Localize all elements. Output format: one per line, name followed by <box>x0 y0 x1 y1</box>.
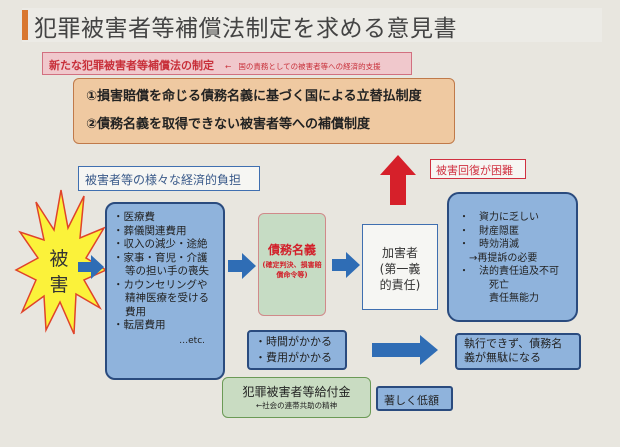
enforcement-box: 執行できず、債務名義が無駄になる <box>455 333 581 370</box>
damage-starburst-icon <box>14 189 108 335</box>
burden-list: 医療費 葬儀関連費用 収入の減少・途絶 家事・育児・介護等の担い手の喪失 カウン… <box>105 202 225 380</box>
arrow-right-icon <box>332 252 360 278</box>
reason-item: →再提訴の必要 <box>459 252 538 264</box>
arrow-up-icon <box>380 155 416 205</box>
reason-item: 死亡 <box>459 279 509 291</box>
perpetrator-line: 加害者 <box>381 246 418 260</box>
burden-item: カウンセリングや精神医療を受ける費用 <box>113 279 217 320</box>
benefit-label: 犯罪被害者等給付金 <box>242 385 351 399</box>
system-1: ①損害賠償を命じる債務名義に基づく国による立替払制度 <box>86 89 422 104</box>
burden-label-box: 被害者等の様々な経済的負担 <box>78 166 260 191</box>
burden-item: 収入の減少・途絶 <box>113 238 217 252</box>
proposal-label: 新たな犯罪被害者等補償法の制定 <box>49 59 214 72</box>
proposal-banner: 新たな犯罪被害者等補償法の制定 ← 国の責務としての被害者等への経済的支援 <box>42 52 412 75</box>
burden-item: 家事・育児・介護等の担い手の喪失 <box>113 252 217 279</box>
recovery-difficult-label: 被害回復が困難 <box>430 159 526 179</box>
burden-item: 転居費用 <box>113 319 217 333</box>
reason-item: ・ 法的責任追及不可 <box>459 266 559 277</box>
obligation-label: 債務名義 <box>267 243 316 257</box>
title-band <box>22 8 602 42</box>
systems-box: ①損害賠償を命じる債務名義に基づく国による立替払制度 ②債務名義を取得できない被… <box>73 78 455 144</box>
benefit-box: 犯罪被害者等給付金 ←社会の連帯共助の精神 <box>222 377 371 418</box>
costs-box: ・時間がかかる ・費用がかかる <box>247 330 347 370</box>
arrow-right-icon <box>372 335 438 365</box>
reason-item: 責任無能力 <box>459 293 539 304</box>
proposal-arrow: ← <box>225 62 232 71</box>
perpetrator-box: 加害者 (第一義 的責任) <box>362 224 438 310</box>
cost-item: ・費用がかかる <box>255 351 332 364</box>
obligation-note: (確定判決、損害賠償命令等) <box>262 261 322 279</box>
title-of-obligation-box: 債務名義 (確定判決、損害賠償命令等) <box>258 213 326 316</box>
perpetrator-line: (第一義 <box>379 262 421 276</box>
arrow-right-icon <box>78 255 104 279</box>
system-2: ②債務名義を取得できない被害者等への補償制度 <box>86 117 371 132</box>
burden-item: 葬儀関連費用 <box>113 225 217 239</box>
cost-item: ・時間がかかる <box>255 335 332 348</box>
burden-item: 医療費 <box>113 211 217 225</box>
reason-item: ・ 資力に乏しい <box>459 212 539 223</box>
title-accent-bar <box>22 10 28 40</box>
burden-etc: …etc. <box>179 335 205 346</box>
low-amount-box: 著しく低額 <box>376 386 453 411</box>
reason-item: ・ 時効消滅 <box>459 239 519 250</box>
reasons-list: ・ 資力に乏しい ・ 財産隠匿 ・ 時効消滅 →再提訴の必要 ・ 法的責任追及不… <box>447 192 578 322</box>
damage-label: 被害 <box>49 248 69 296</box>
page-title: 犯罪被害者等補償法制定を求める意見書 <box>34 16 457 42</box>
reason-item: ・ 財産隠匿 <box>459 225 519 237</box>
arrow-right-icon <box>228 253 256 279</box>
proposal-note: 国の責務としての被害者等への経済的支援 <box>238 62 381 71</box>
benefit-note: ←社会の連帯共助の精神 <box>255 401 338 410</box>
perpetrator-line: 的責任) <box>379 278 421 292</box>
